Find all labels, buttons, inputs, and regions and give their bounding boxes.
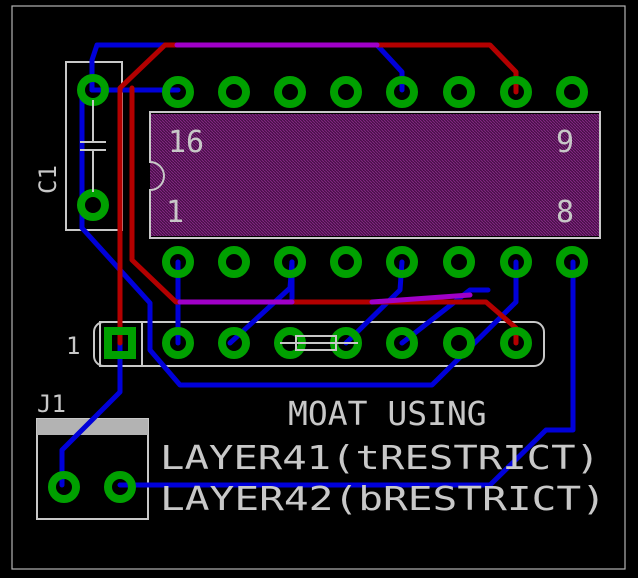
connector-pads (48, 471, 136, 503)
connector-label: J1 (37, 390, 66, 418)
header-pin1-label: 1 (66, 332, 80, 360)
board-outline (11, 5, 626, 570)
capacitor-label: C1 (34, 165, 62, 194)
ic-pin-9-label: 9 (556, 125, 574, 160)
note-line-2: LAYER41(tRESTRICT) (160, 438, 600, 477)
note-line-1: MOAT USING (288, 394, 487, 433)
ic-pin-8-label: 8 (556, 195, 574, 230)
ic-body (149, 111, 601, 239)
ic-pin-16-label: 16 (168, 125, 204, 160)
overlap-traces (174, 42, 473, 305)
ic-pin-1-label: 1 (166, 195, 184, 230)
ic-top-pads (162, 76, 588, 108)
fuse-symbol (280, 335, 358, 351)
ic-bottom-pads (162, 246, 588, 278)
note-line-3: LAYER42(bRESTRICT) (160, 479, 606, 518)
capacitor-symbol (80, 100, 106, 192)
